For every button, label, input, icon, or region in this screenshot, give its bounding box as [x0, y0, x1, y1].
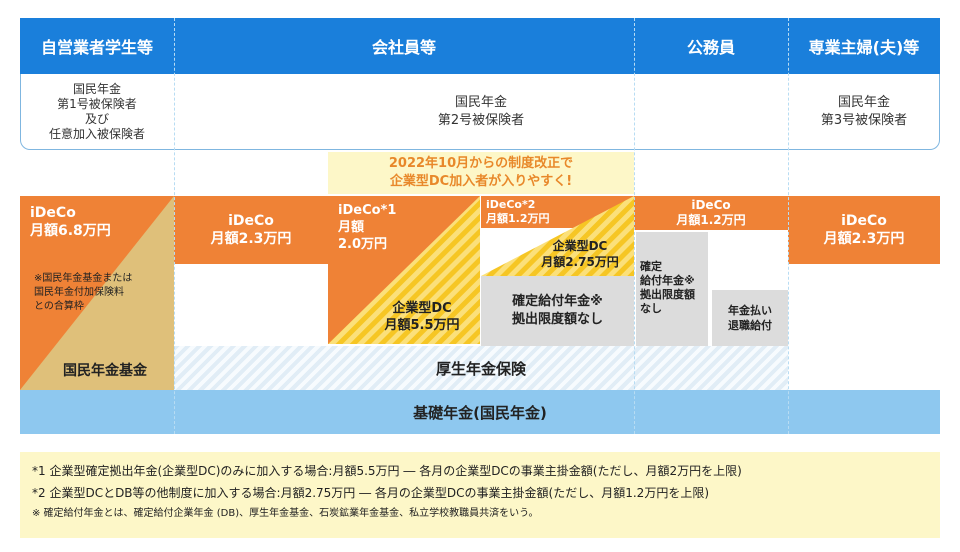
corp-dc-55-label: 企業型DC 月額5.5万円	[384, 301, 460, 333]
header-homemaker: 専業主婦(夫)等	[788, 18, 940, 74]
column-divider-3	[788, 18, 789, 434]
corp-dc-55-wedge	[328, 196, 480, 344]
header-employee: 会社員等	[174, 18, 634, 74]
db-civil-block: 確定 給付年金※ 拠出限度額 なし	[636, 232, 708, 346]
insured-type3-label: 国民年金 第3号被保険者	[820, 95, 908, 128]
footnote-1: *1 企業型確定拠出年金(企業型DC)のみに加入する場合:月額5.5万円 ― 各…	[32, 464, 742, 478]
header-self-employed: 自営業者学生等	[20, 18, 174, 74]
footnotes-panel: *1 企業型確定拠出年金(企業型DC)のみに加入する場合:月額5.5万円 ― 各…	[20, 452, 940, 538]
ideco-civil-block: iDeCo 月額1.2万円	[634, 196, 788, 230]
db-no-limit-block: 確定給付年金※ 拠出限度額なし	[481, 276, 634, 346]
ideco-dc-db-label: iDeCo*2 月額1.2万円	[486, 198, 550, 225]
annuity-retirement-block: 年金払い 退職給付	[712, 290, 788, 346]
column-divider-2	[634, 18, 635, 434]
ideco-self-note: ※国民年金基金または 国民年金付加保険料 との合算枠	[34, 273, 133, 312]
column-divider-1	[174, 18, 175, 434]
reform-note: 2022年10月からの制度改正で 企業型DC加入者が入りやすく!	[328, 152, 634, 194]
ideco-self-label: iDeCo 月額6.8万円	[30, 205, 111, 239]
corp-dc-275-label: 企業型DC 月額2.75万円	[541, 239, 619, 269]
ideco-homemaker-block: iDeCo 月額2.3万円	[788, 196, 940, 264]
basic-pension-band: 基礎年金(国民年金)	[20, 390, 940, 434]
corp-dc-275-wedge	[481, 196, 634, 276]
employee-pension-band: 厚生年金保険	[174, 346, 788, 390]
national-pension-fund-label: 国民年金基金	[63, 363, 147, 379]
header-civil-servant: 公務員	[634, 18, 788, 74]
ideco-employee-block: iDeCo 月額2.3万円	[174, 196, 328, 264]
footnote-3: ※ 確定給付年金とは、確定給付企業年金 (DB)、厚生年金基金、石炭鉱業年金基金…	[32, 508, 539, 519]
footnote-2: *2 企業型DCとDB等の他制度に加入する場合:月額2.75万円 ― 各月の企業…	[32, 486, 710, 500]
insured-type2-label: 国民年金 第2号被保険者	[437, 95, 525, 128]
ideco-self-shape	[20, 196, 174, 390]
insured-type1-label: 国民年金 第1号被保険者 及び 任意加入被保険者	[48, 82, 145, 141]
ideco-dc-only-label: iDeCo*1 月額 2.0万円	[338, 203, 397, 252]
insured-row-frame	[20, 74, 940, 150]
